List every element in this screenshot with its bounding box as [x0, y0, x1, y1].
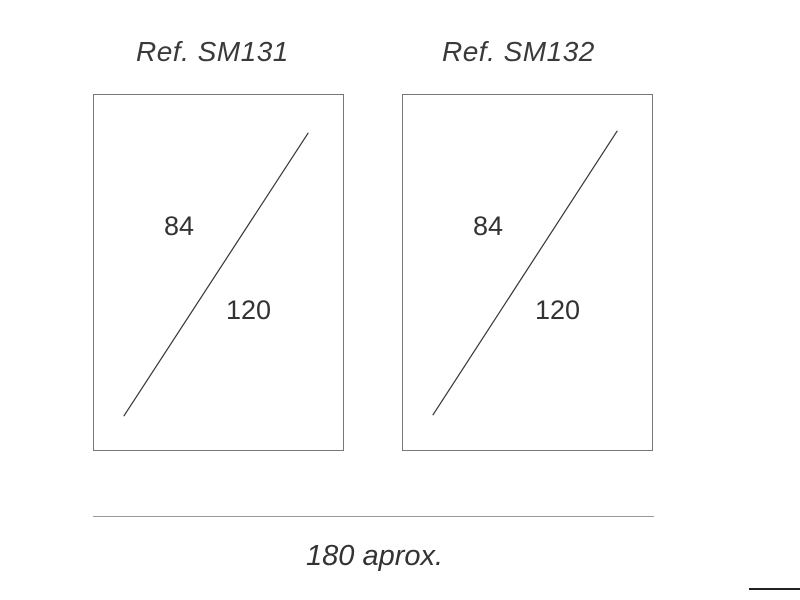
- panel-sm132: 84 120: [402, 94, 653, 451]
- width-dimension-label: 84: [473, 211, 504, 241]
- height-dimension-label: 120: [535, 295, 581, 325]
- total-width-label: 180 aprox.: [306, 540, 444, 572]
- ref-title-sm132: Ref. SM132: [442, 36, 595, 67]
- height-dimension-label: 120: [226, 295, 272, 325]
- panel-sm131: 84 120: [93, 94, 344, 451]
- diagonal-line: [432, 130, 618, 416]
- width-dimension-label: 84: [164, 211, 195, 241]
- total-width-ruler: [93, 516, 654, 517]
- diagonal-line: [123, 132, 309, 417]
- corner-rule: [749, 588, 800, 590]
- ref-title-sm131: Ref. SM131: [136, 36, 289, 67]
